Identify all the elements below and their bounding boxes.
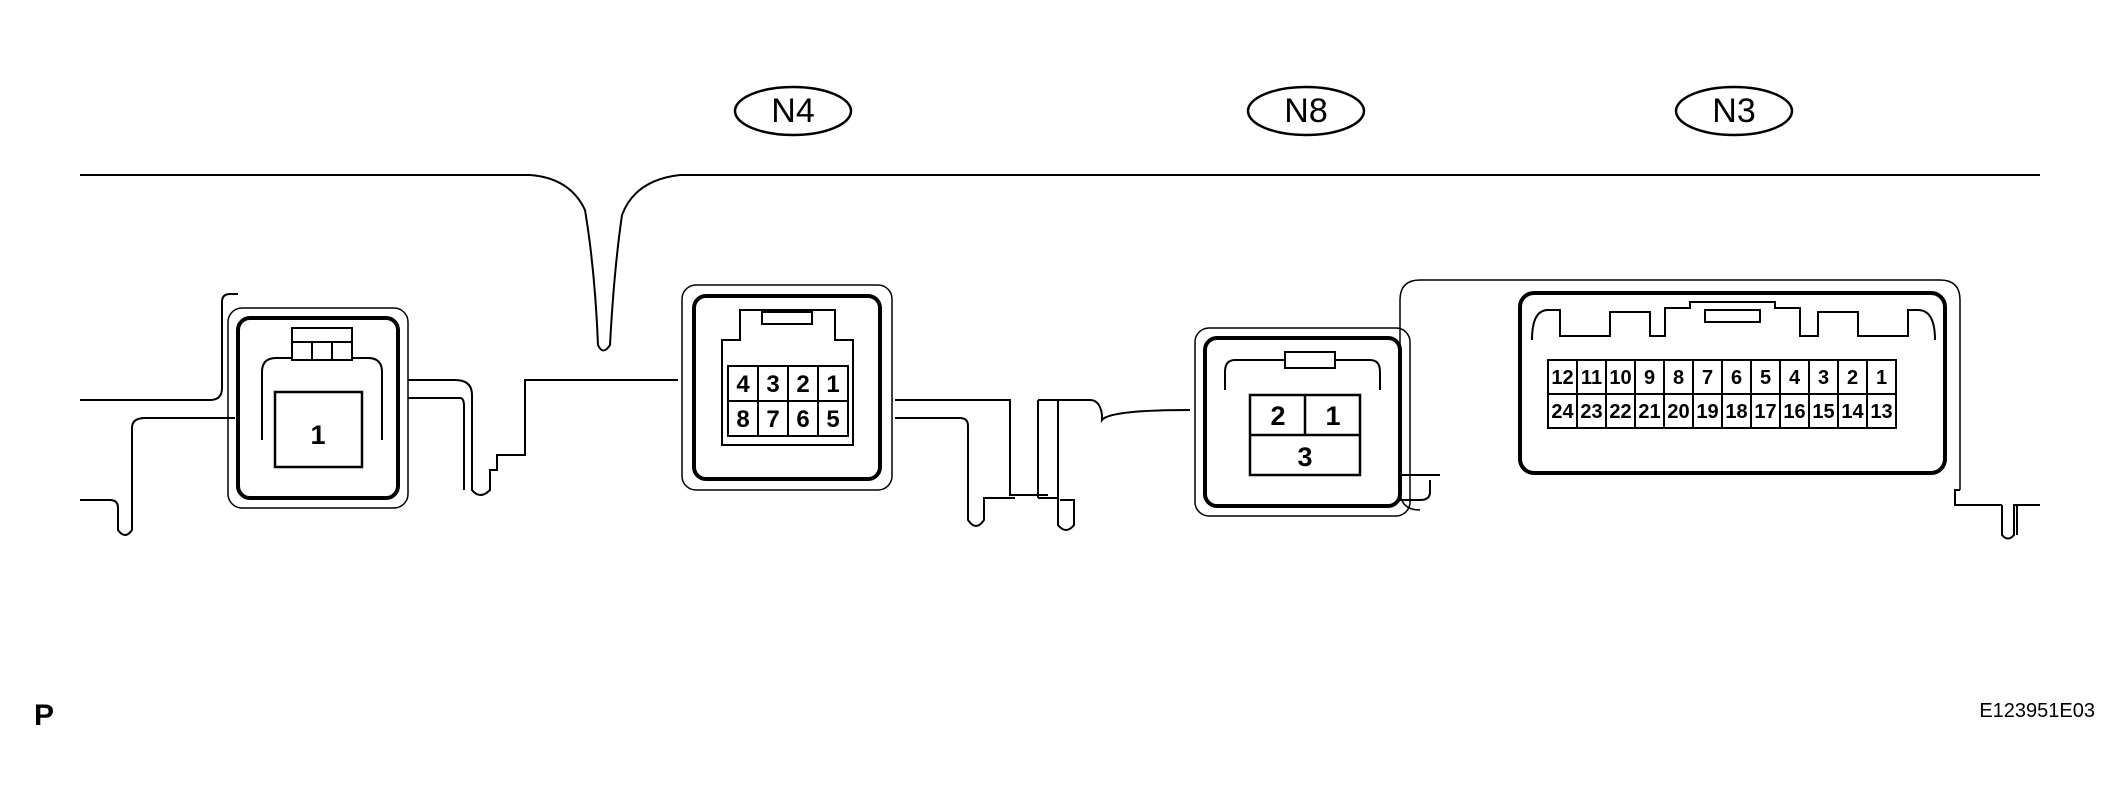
pin-label: 7	[1702, 367, 1713, 389]
connector-label-n3-bubble	[1674, 85, 1794, 137]
view-letter: P	[34, 699, 54, 732]
pin-label: 14	[1841, 401, 1864, 423]
connector-label-n3: N3	[1712, 92, 1755, 130]
pin-label: 8	[1673, 367, 1684, 389]
figure-code: E123951E03	[1979, 700, 2095, 722]
pin-cell	[817, 400, 849, 437]
connector-label-n4: N4	[771, 92, 814, 130]
pin-label: 1	[310, 420, 325, 450]
connector-label-n4-bubble	[733, 85, 853, 137]
pin-label: 1	[1876, 367, 1887, 389]
pin-label: 4	[736, 371, 750, 398]
pin-label: 1	[826, 371, 839, 398]
connector-label-n8-bubble	[1246, 85, 1366, 137]
pin-label: 21	[1638, 401, 1660, 423]
pin-label: 2	[1847, 367, 1858, 389]
pin-label: 4	[1789, 367, 1801, 389]
pin-label: 3	[1818, 367, 1829, 389]
pin-label: 3	[766, 371, 779, 398]
pin-label: 12	[1551, 367, 1573, 389]
pin-label: 10	[1609, 367, 1631, 389]
pin-label: 8	[736, 406, 749, 433]
housing-outline	[80, 174, 2040, 540]
pin-label: 3	[1297, 442, 1312, 472]
pin-label: 6	[796, 406, 809, 433]
pin-label: 2	[796, 371, 809, 398]
pin-label: 18	[1725, 401, 1747, 423]
pin-label: 7	[766, 406, 779, 433]
pin-label: 13	[1870, 401, 1892, 423]
pin-label: 19	[1696, 401, 1718, 423]
connector-single-pin: 1	[227, 307, 409, 509]
pin-label: 11	[1581, 367, 1602, 389]
pin-label: 15	[1812, 401, 1834, 423]
pin-label: 5	[826, 406, 839, 433]
pin-label: 20	[1667, 401, 1689, 423]
pin-label: 24	[1551, 401, 1574, 423]
pin-cell	[1866, 393, 1897, 429]
pin-label: 5	[1760, 367, 1771, 389]
connector-n8: N8 2 1 3	[1194, 85, 1411, 517]
pin-label: 2	[1270, 401, 1285, 431]
pin-label: 22	[1609, 401, 1631, 423]
pin-label: 16	[1783, 401, 1805, 423]
pin-label: 23	[1580, 401, 1602, 423]
pin-label: 9	[1644, 367, 1655, 389]
pin-label: 1	[1325, 401, 1340, 431]
pin-label: 17	[1754, 401, 1776, 423]
pin-label: 6	[1731, 367, 1742, 389]
connector-label-n8: N8	[1284, 92, 1327, 130]
